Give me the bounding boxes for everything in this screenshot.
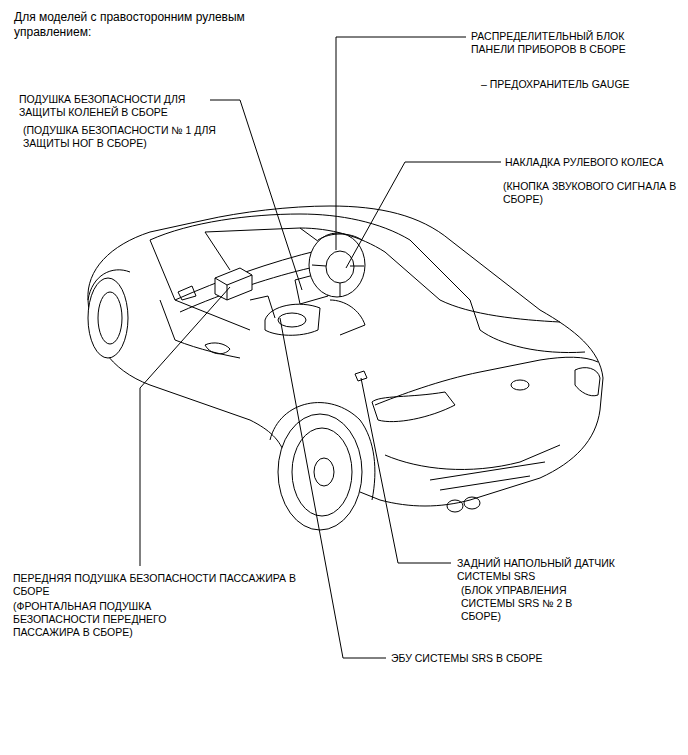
part-label: ПЕРЕДНЯЯ ПОДУШКА БЕЗОПАСНОСТИ ПАССАЖИРА …: [12, 572, 319, 598]
part-label: ПОДУШКА БЕЗОПАСНОСТИ ДЛЯ ЗАЩИТЫ КОЛЕНЕЙ …: [18, 93, 210, 119]
part-label: (КНОПКА ЗВУКОВОГО СИГНАЛА В СБОРЕ): [502, 180, 684, 206]
part-label: (БЛОК УПРАВЛЕНИЯ СИСТЕМЫ SRS № 2 В СБОРЕ…: [460, 584, 602, 623]
part-label: РАСПРЕДЕЛИТЕЛЬНЫЙ БЛОК ПАНЕЛИ ПРИБОРОВ В…: [470, 30, 662, 56]
part-label: – ПРЕДОХРАНИТЕЛЬ GAUGE: [480, 78, 631, 91]
part-label: ЭБУ СИСТЕМЫ SRS В СБОРЕ: [390, 652, 543, 665]
part-label: (ФРОНТАЛЬНАЯ ПОДУШКА БЕЗОПАСНОСТИ ПЕРЕДН…: [12, 600, 194, 639]
part-label: ЗАДНИЙ НАПОЛЬНЫЙ ДАТЧИК СИСТЕМЫ SRS: [456, 557, 643, 583]
part-label: (ПОДУШКА БЕЗОПАСНОСТИ № 1 ДЛЯ ЗАЩИТЫ НОГ…: [22, 124, 224, 150]
heading: Для моделей с правосторонним рулевым упр…: [14, 10, 289, 40]
part-label: НАКЛАДКА РУЛЕВОГО КОЛЕСА: [504, 156, 664, 169]
